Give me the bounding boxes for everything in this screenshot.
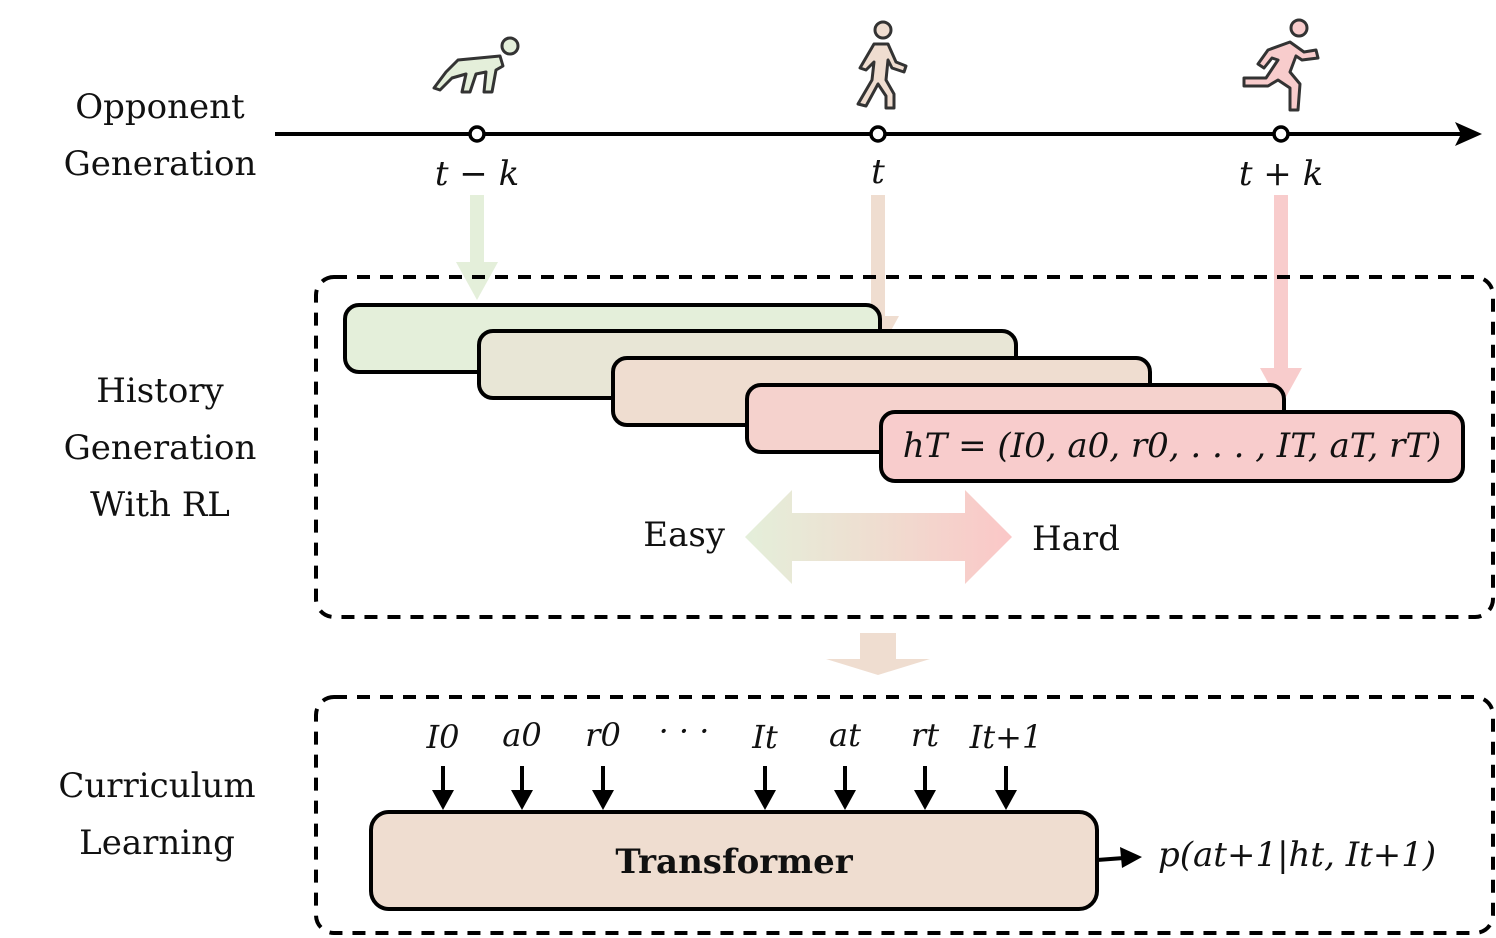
transformer-block [369, 810, 1099, 911]
token-label: It+1 [969, 718, 1043, 756]
section-label-line: Opponent [75, 87, 245, 127]
token-arrow [834, 766, 856, 810]
timeline-tick [869, 125, 887, 143]
history-formula: hT = (I0, a0, r0, . . . , IT, aT, rT) [903, 426, 1442, 466]
hard-label: Hard [1032, 519, 1120, 559]
token-arrows [432, 766, 1017, 810]
token-label: It [751, 718, 778, 756]
transition-down-arrow [826, 633, 930, 675]
crouching-runner-icon [432, 36, 520, 94]
section-label-history-generation: History Generation With RL [64, 371, 257, 525]
token-label: I0 [426, 718, 460, 756]
token-arrow [511, 766, 533, 810]
pink-down-arrow [1260, 195, 1302, 406]
output-arrow [1096, 847, 1142, 868]
section-label-line: History [96, 371, 224, 411]
running-person-icon [1242, 18, 1320, 112]
curriculum-learning-frame [314, 695, 1495, 935]
token-arrow [592, 766, 614, 810]
token-arrow [995, 766, 1017, 810]
token-label: r0 [585, 716, 621, 754]
input-tokens: I0 a0 r0 · · · It at rt It+1 [426, 712, 1043, 756]
token-arrow [914, 766, 936, 810]
transformer-label: Transformer [615, 842, 853, 882]
token-label: at [829, 716, 861, 754]
token-arrow [754, 766, 776, 810]
output-probability-label: p(at+1|ht, It+1) [1158, 835, 1436, 875]
timeline-tick [468, 125, 486, 143]
token-ellipsis: · · · [659, 712, 710, 750]
section-label-line: With RL [90, 485, 230, 525]
section-label-line: Generation [64, 428, 257, 468]
token-label: a0 [502, 716, 541, 754]
history-card-current [879, 410, 1465, 483]
history-generation-frame [314, 275, 1495, 619]
section-label-line: Generation [64, 144, 257, 184]
easy-label: Easy [643, 515, 726, 555]
section-label-line: Curriculum [58, 766, 255, 806]
token-arrow [432, 766, 454, 810]
timeline-label: t + k [1239, 154, 1323, 194]
green-down-arrow [456, 195, 498, 300]
timeline-arrowhead [1455, 122, 1482, 146]
section-label-line: Learning [79, 823, 235, 863]
timeline-tick [1272, 125, 1290, 143]
section-label-curriculum-learning: Curriculum Learning [58, 766, 255, 863]
timeline: t − k t t + k [275, 122, 1482, 194]
section-label-opponent-generation: Opponent Generation [64, 87, 257, 184]
easy-hard-double-arrow [745, 490, 1012, 584]
timeline-label: t − k [435, 154, 519, 194]
walking-person-icon [856, 20, 908, 110]
timeline-label: t [871, 152, 885, 192]
token-label: rt [911, 716, 939, 754]
